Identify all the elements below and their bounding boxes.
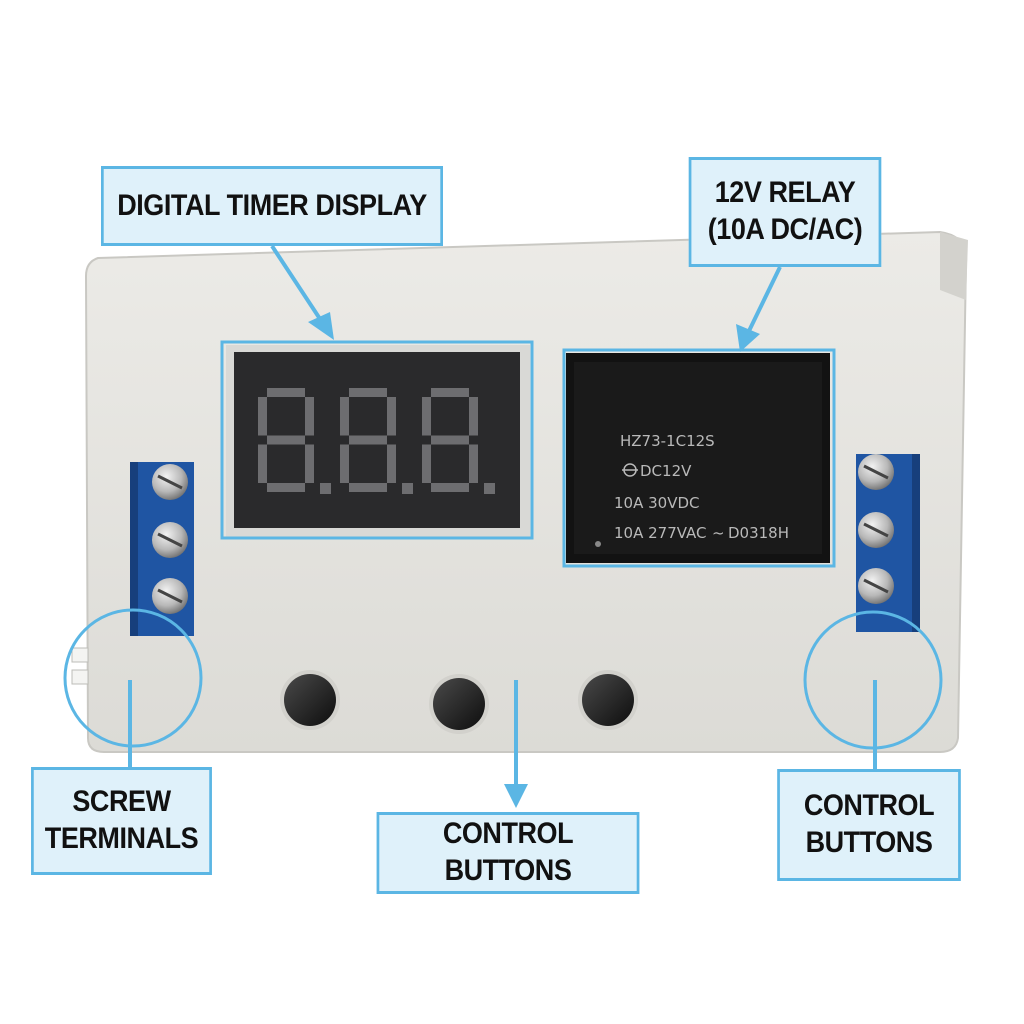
segment (267, 388, 305, 397)
segment (305, 444, 314, 483)
segment (258, 444, 267, 483)
segment (469, 397, 478, 436)
segment (349, 483, 387, 492)
arrow-icon (736, 324, 760, 352)
segment (267, 483, 305, 492)
segment (431, 483, 469, 492)
segment (349, 388, 387, 397)
decimal-point (402, 483, 413, 494)
arrow-icon (504, 784, 528, 808)
right-screw-terminal-block (856, 454, 920, 632)
callout-label: CONTROL BUTTONS (442, 817, 574, 887)
leader-lines (128, 244, 877, 790)
segment (431, 435, 469, 445)
relay-model-text: HZ73-1C12S (620, 432, 715, 450)
segment (258, 397, 267, 436)
decimal-point (484, 483, 495, 494)
seven-segment-digits (258, 388, 495, 494)
control-buttons-callout: CONTROL BUTTONS (376, 812, 640, 894)
segment (305, 397, 314, 436)
left-screw-terminal-block (130, 462, 194, 636)
decimal-point (320, 483, 331, 494)
segment (267, 435, 305, 445)
relay-dc-rating-text: 10A 30VDC (614, 494, 700, 512)
segment (469, 444, 478, 483)
push-button-1[interactable] (280, 670, 340, 730)
segment (422, 397, 431, 436)
relay-highlight (562, 348, 836, 568)
edge-connector (71, 647, 89, 685)
callout-label: DIGITAL TIMER DISPLAY (117, 188, 427, 222)
segment (422, 444, 431, 483)
segment (387, 444, 396, 483)
relay-callout: 12V RELAY (10A DC/AC) (688, 157, 882, 267)
callout-label: BUTTONS (805, 826, 933, 859)
relay-coil-text: DC12V (640, 462, 692, 480)
relay-date-code-text: D0318H (728, 524, 789, 542)
digital-display (226, 345, 530, 537)
control-buttons-right-callout: CONTROL BUTTONS (777, 769, 961, 881)
callout-label: TERMINALS (44, 822, 199, 855)
push-button-2[interactable] (429, 674, 489, 734)
segment (349, 435, 387, 445)
relay: HZ73-1C12S DC12V 10A 30VDC 10A 277VAC ~ … (566, 353, 830, 563)
arrow-icon (308, 312, 334, 340)
callout-label: (10A DC/AC) (707, 213, 863, 246)
callout-label: SCREW (72, 785, 171, 819)
segment (387, 397, 396, 436)
segment (340, 444, 349, 483)
relay-ac-rating-text: 10A 277VAC (614, 524, 707, 542)
callout-label: 12V RELAY (714, 176, 856, 210)
display-highlight (220, 340, 534, 540)
digital-timer-display-callout: DIGITAL TIMER DISPLAY (101, 166, 443, 246)
callout-label: CONTROL (803, 789, 935, 823)
arrowheads (308, 312, 760, 808)
push-button-3[interactable] (578, 670, 638, 730)
screw-terminals-callout: SCREW TERMINALS (31, 767, 212, 875)
ac-symbol-icon: ~ (712, 524, 725, 542)
segment (340, 397, 349, 436)
left-terminal-highlight-circle (63, 608, 203, 748)
dc-symbol-icon (622, 463, 638, 477)
segment (431, 388, 469, 397)
